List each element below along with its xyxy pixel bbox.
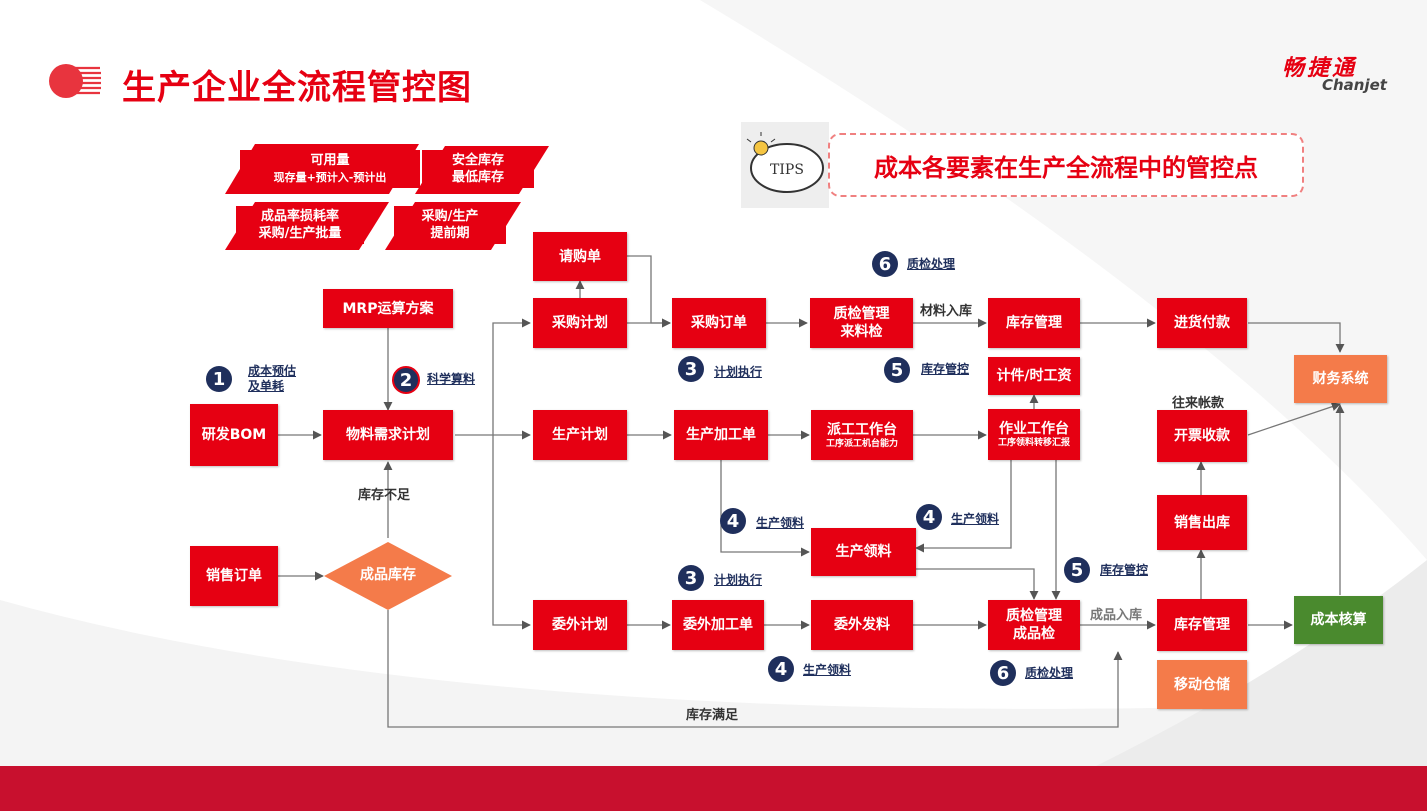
edge-label-stock-ok: 库存满足 [686,704,738,723]
production-issue-box[interactable]: 生产领料 [811,528,916,576]
finished-stock-label[interactable]: 成品库存 [326,564,450,584]
inventory-box-top[interactable]: 库存管理 [988,298,1080,348]
mrp-plan-box[interactable]: MRP运算方案 [323,289,453,328]
production-plan-box[interactable]: 生产计划 [533,410,627,460]
control-note-issue-bottom[interactable]: 生产领料 [803,663,851,678]
production-order-box[interactable]: 生产加工单 [674,410,768,460]
finished-qc-box[interactable]: 质检管理成品检 [988,600,1080,650]
outsource-order-box[interactable]: 委外加工单 [672,600,764,650]
rd-bom-box[interactable]: 研发BOM [190,404,278,466]
control-note-plan-exec-top[interactable]: 计划执行 [714,365,762,380]
control-badge-4-bottom: 4 [768,656,794,682]
outsource-plan-box[interactable]: 委外计划 [533,600,627,650]
finance-system-box[interactable]: 财务系统 [1294,355,1387,403]
mrp-box[interactable]: 物料需求计划 [323,410,453,460]
inventory-box-bottom[interactable]: 库存管理 [1157,599,1247,651]
control-badge-6-bottom: 6 [990,660,1016,686]
edge-label-ar-ap: 往来帐款 [1172,392,1224,411]
control-note-cost-estimate[interactable]: 成本预估 及单耗 [248,364,296,394]
purchase-order-box[interactable]: 采购订单 [672,298,766,348]
sales-out-box[interactable]: 销售出库 [1157,495,1247,550]
control-badge-5-bottom: 5 [1064,557,1090,583]
control-note-issue-left[interactable]: 生产领料 [756,516,804,531]
edge-label-product-in: 成品入库 [1090,604,1142,623]
control-note-qc-top[interactable]: 质检处理 [907,257,955,272]
control-badge-6-top: 6 [872,251,898,277]
footer-band [0,766,1427,811]
piece-wage-box[interactable]: 计件/时工资 [988,357,1080,395]
incoming-qc-box[interactable]: 质检管理来料检 [810,298,913,348]
control-badge-4-left: 4 [720,508,746,534]
invoice-box[interactable]: 开票收款 [1157,410,1247,462]
control-note-plan-exec-bottom[interactable]: 计划执行 [714,573,762,588]
control-badge-3-top: 3 [678,356,704,382]
control-note-inventory-ctrl-top[interactable]: 库存管控 [921,362,969,377]
mobile-wms-box[interactable]: 移动仓储 [1157,660,1247,709]
outsource-issue-box[interactable]: 委外发料 [811,600,913,650]
requisition-box[interactable]: 请购单 [533,232,627,281]
control-badge-5-top: 5 [884,357,910,383]
purchase-plan-box[interactable]: 采购计划 [533,298,627,348]
payment-box[interactable]: 进货付款 [1157,298,1247,348]
control-badge-1: 1 [206,366,232,392]
cost-accounting-box[interactable]: 成本核算 [1294,596,1383,644]
control-note-scientific-calc[interactable]: 科学算料 [427,372,475,387]
edge-label-stock-short: 库存不足 [358,484,410,503]
control-badge-2: 2 [392,366,420,394]
edge-label-material-in: 材料入库 [920,300,972,319]
control-badge-4-right: 4 [916,504,942,530]
control-note-qc-bottom[interactable]: 质检处理 [1025,666,1073,681]
control-note-issue-right[interactable]: 生产领料 [951,512,999,527]
work-workbench-box[interactable]: 作业工作台工序领料转移汇报 [988,409,1080,460]
control-badge-3-bottom: 3 [678,565,704,591]
sales-order-box[interactable]: 销售订单 [190,546,278,606]
control-note-inventory-ctrl-bottom[interactable]: 库存管控 [1100,563,1148,578]
dispatch-workbench-box[interactable]: 派工工作台工序派工机台能力 [811,410,913,460]
